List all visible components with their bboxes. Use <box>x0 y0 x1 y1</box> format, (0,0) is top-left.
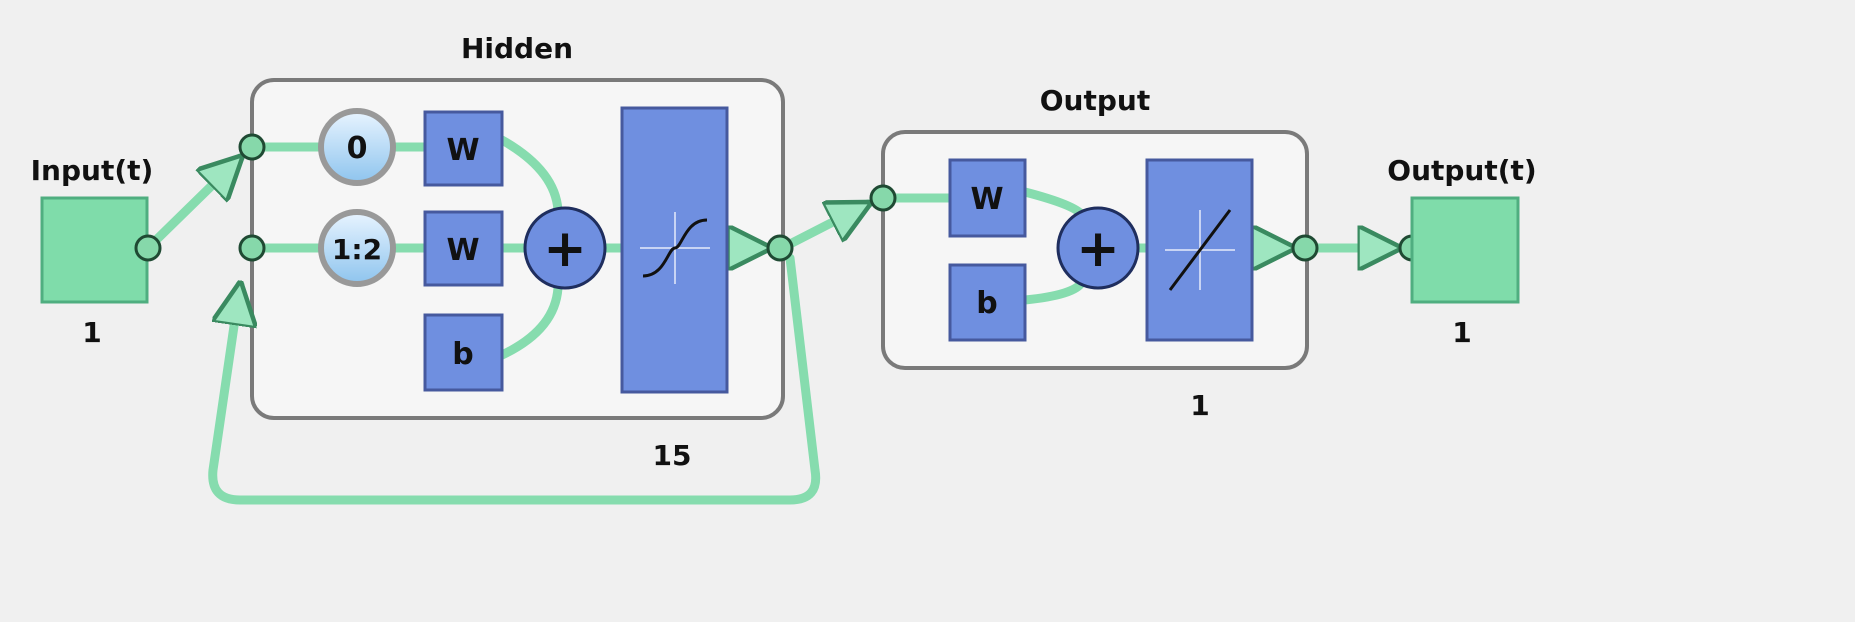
output-sum-icon: + <box>1056 206 1140 290</box>
node <box>238 234 266 262</box>
output-layer-title: Output <box>1040 84 1150 117</box>
hidden-bias: b <box>423 313 504 392</box>
output-block <box>1410 196 1520 304</box>
svg-text:W: W <box>970 182 1003 217</box>
output-weight: W <box>948 158 1027 238</box>
delay-1-2-icon: 1:2 <box>318 209 396 287</box>
input-label: Input(t) <box>31 154 154 187</box>
node <box>869 184 897 212</box>
output-label: Output(t) <box>1387 154 1536 187</box>
tansig-transfer-icon <box>620 106 729 394</box>
svg-text:b: b <box>976 286 997 321</box>
output-layer-size: 1 <box>1190 389 1209 422</box>
node <box>238 133 266 161</box>
svg-text:b: b <box>452 337 473 372</box>
delay-0-icon: 0 <box>318 108 396 186</box>
input-block <box>40 196 149 304</box>
purelin-transfer-icon <box>1145 158 1254 342</box>
node <box>1291 234 1319 262</box>
hidden-layer-title: Hidden <box>461 32 573 65</box>
svg-text:+: + <box>1076 219 1120 279</box>
svg-text:0: 0 <box>347 131 368 166</box>
hidden-weight-1: W <box>423 110 504 187</box>
node <box>134 234 162 262</box>
svg-text:W: W <box>446 133 479 168</box>
input-size: 1 <box>82 316 101 349</box>
hidden-weight-2: W <box>423 210 504 287</box>
connection-nodes <box>134 133 1426 262</box>
output-size: 1 <box>1452 316 1471 349</box>
svg-text:1:2: 1:2 <box>332 233 382 266</box>
svg-text:W: W <box>446 233 479 268</box>
output-bias: b <box>948 263 1027 342</box>
svg-text:+: + <box>543 219 587 279</box>
hidden-sum-icon: + <box>523 206 607 290</box>
node <box>766 234 794 262</box>
hidden-layer-size: 15 <box>653 439 692 472</box>
